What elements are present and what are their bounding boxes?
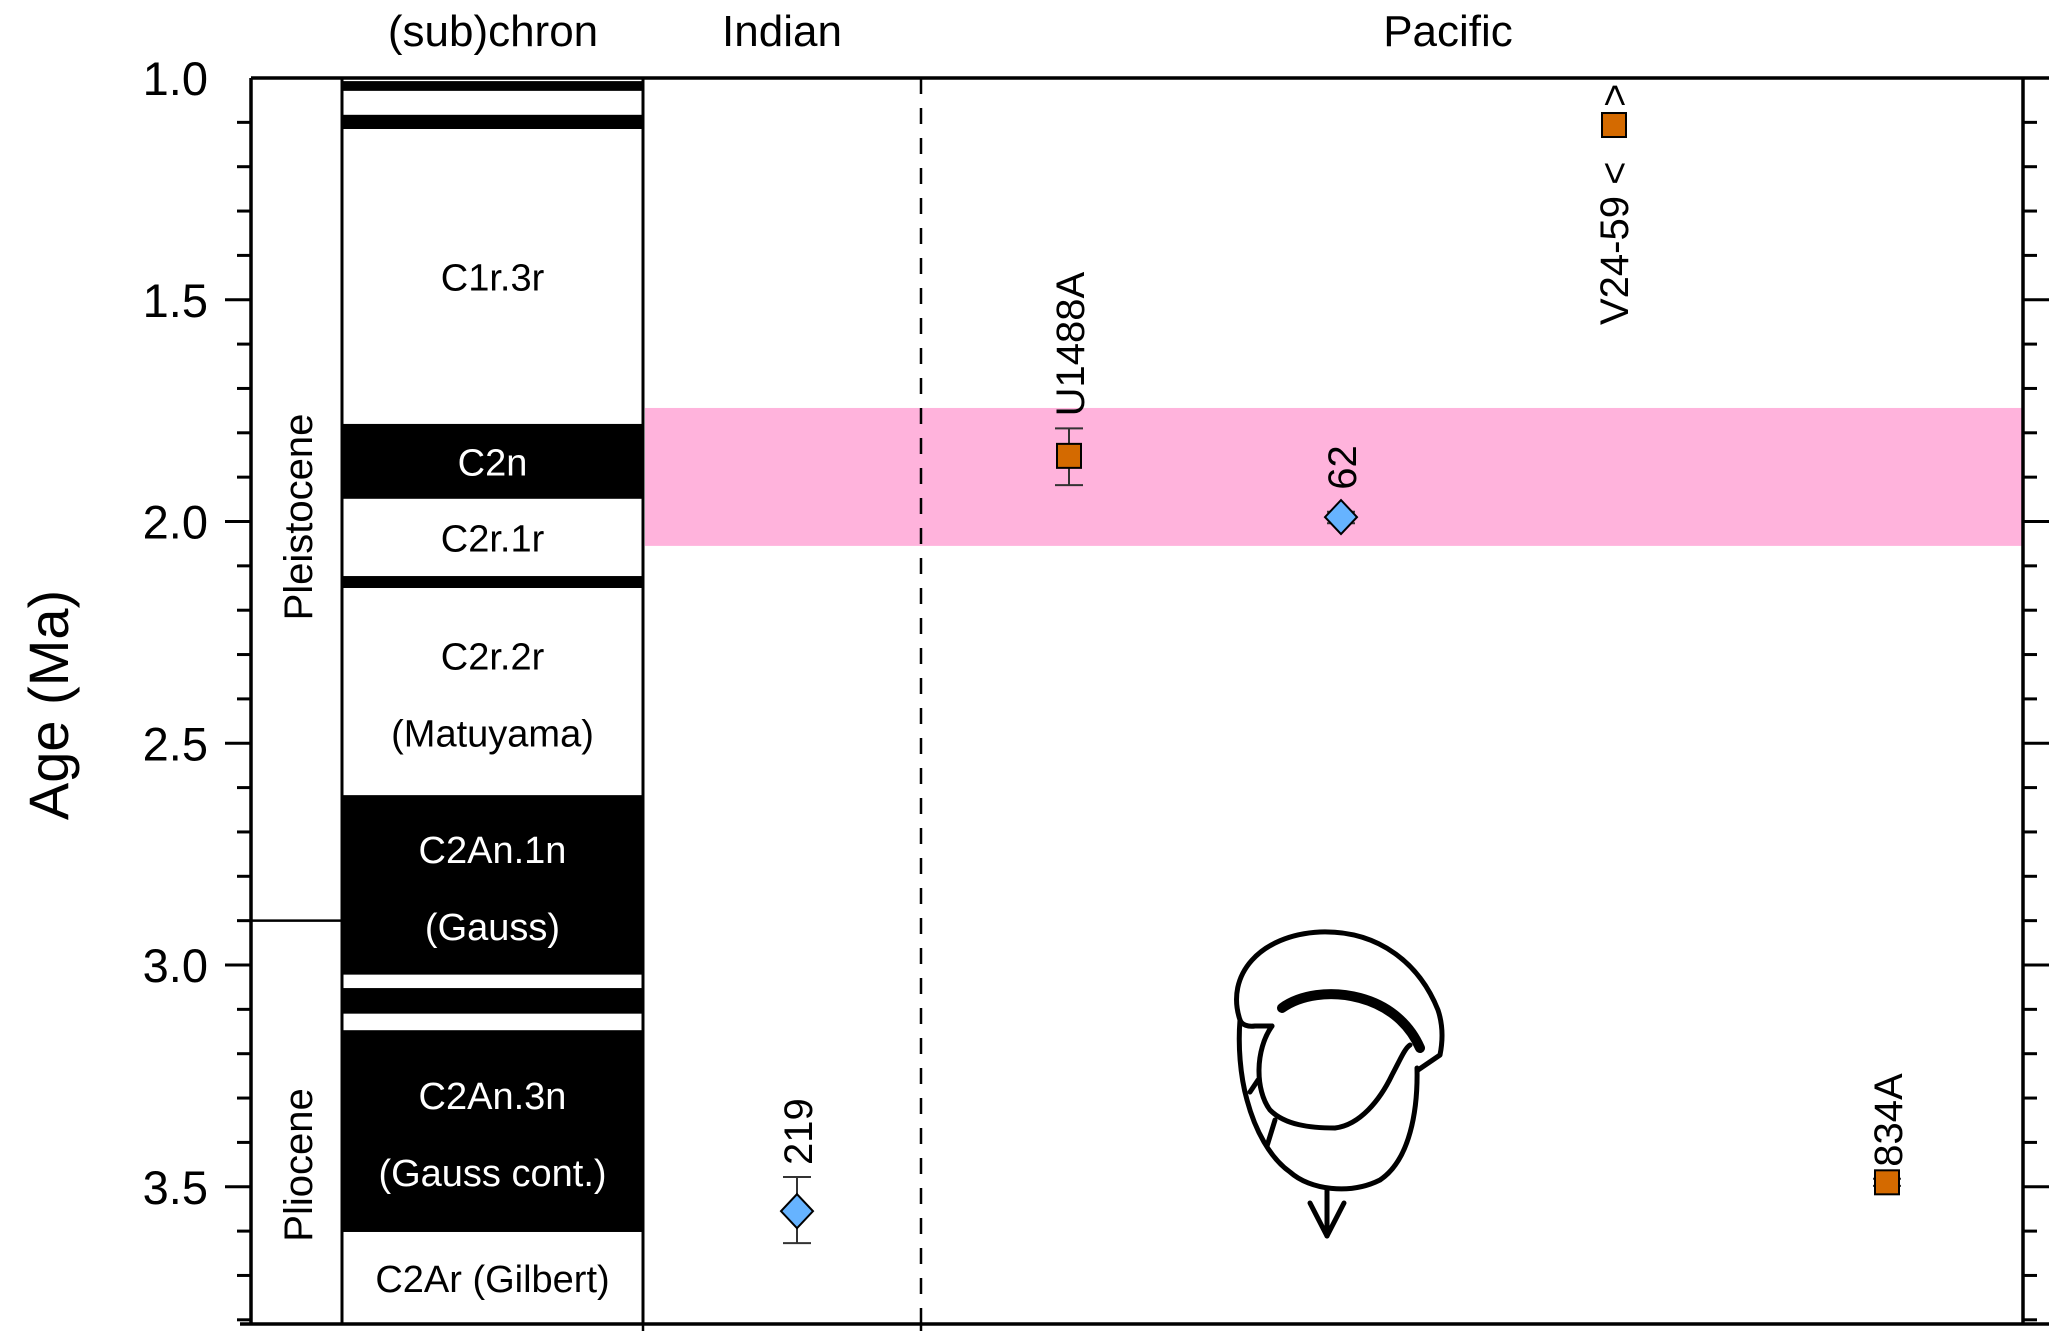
site-label-834A: 834A xyxy=(1867,1073,1911,1167)
chron-block-0 xyxy=(342,81,643,91)
foram-suture-2 xyxy=(1247,1077,1261,1095)
chron-block-C2Ar (Gilbert) xyxy=(342,1231,643,1325)
chron-label: C2r.2r xyxy=(441,637,545,679)
foram-suture xyxy=(1264,1117,1278,1149)
diamond-marker xyxy=(1323,498,1359,536)
epoch-label-pleistocene: Pleistocene xyxy=(277,414,321,621)
foram-chamber-line-top xyxy=(1237,1017,1275,1029)
chron-label: C2n xyxy=(458,442,528,484)
data-point-62: 62 xyxy=(1321,445,1365,536)
y-tick-label: 2.5 xyxy=(143,717,208,770)
y-tick-label: 1.5 xyxy=(143,274,208,327)
header-indian: Indian xyxy=(722,7,842,56)
chron-sublabel: (Matuyama) xyxy=(391,714,594,756)
chron-block-C2r.2r xyxy=(342,588,643,796)
y-axis-title: Age (Ma) xyxy=(17,590,80,820)
foram-main-chamber xyxy=(1256,1023,1413,1131)
chron-block-1 xyxy=(342,114,643,130)
chron-block-C2n xyxy=(342,423,643,499)
foram-lower-chamber xyxy=(1236,1017,1420,1192)
chron-block-C1r.3r xyxy=(342,129,643,424)
data-points: 219 U1488A 62 V24-59 < >834A xyxy=(777,84,1911,1245)
header-chron: (sub)chron xyxy=(388,7,598,56)
y-tick-label: 3.0 xyxy=(143,939,208,992)
chron-label: C2An.1n xyxy=(419,830,567,872)
epoch-label-pliocene: Pliocene xyxy=(277,1088,321,1241)
y-tick-label: 1.0 xyxy=(143,52,208,105)
foram-outer-chamber xyxy=(1234,929,1445,1073)
y-tick-label: 3.5 xyxy=(143,1161,208,1214)
chron-block-5 xyxy=(342,576,643,589)
site-label-U1488A: U1488A xyxy=(1049,271,1093,416)
diamond-marker xyxy=(779,1192,815,1230)
foram-arrow-head xyxy=(1307,1200,1347,1239)
square-marker xyxy=(1601,112,1627,139)
y-tick-label: 2.0 xyxy=(143,496,208,549)
foraminifera-drawing xyxy=(1234,929,1445,1239)
chron-label: C2Ar (Gilbert) xyxy=(375,1259,609,1301)
site-label-V24-59: V24-59 < xyxy=(1593,162,1637,325)
chron-label: C1r.3r xyxy=(441,257,545,299)
square-marker xyxy=(1056,442,1082,469)
foram-aperture-lip xyxy=(1277,989,1425,1053)
site-label-62: 62 xyxy=(1321,445,1365,490)
chron-block-C2An.3n xyxy=(342,1030,643,1232)
chron-block-C2r.1r xyxy=(342,498,643,577)
data-point-219: 219 xyxy=(777,1098,821,1245)
chron-label: C2r.1r xyxy=(441,518,545,560)
chron-block-10 xyxy=(342,1013,643,1031)
chron-block-8 xyxy=(342,974,643,989)
header-pacific: Pacific xyxy=(1383,7,1513,56)
bracket-suffix: > xyxy=(1593,84,1637,107)
chron-sublabel: (Gauss cont.) xyxy=(378,1153,606,1195)
column-headers: (sub)chron Indian Pacific xyxy=(388,7,1513,56)
data-point-V24-59: V24-59 < > xyxy=(1593,84,1637,325)
data-point-834A: 834A xyxy=(1867,1073,1911,1196)
chron-block-9 xyxy=(342,988,643,1014)
axes: 1.0 1.5 2.0 2.5 3.0 3.5 xyxy=(143,52,2049,1331)
site-label-219: 219 xyxy=(777,1098,821,1165)
chron-block-C2An.1n xyxy=(342,795,643,975)
square-marker xyxy=(1874,1169,1900,1196)
data-point-U1488A: U1488A xyxy=(1049,271,1093,487)
chron-sublabel: (Gauss) xyxy=(425,907,560,949)
chron-label: C2An.3n xyxy=(419,1076,567,1118)
